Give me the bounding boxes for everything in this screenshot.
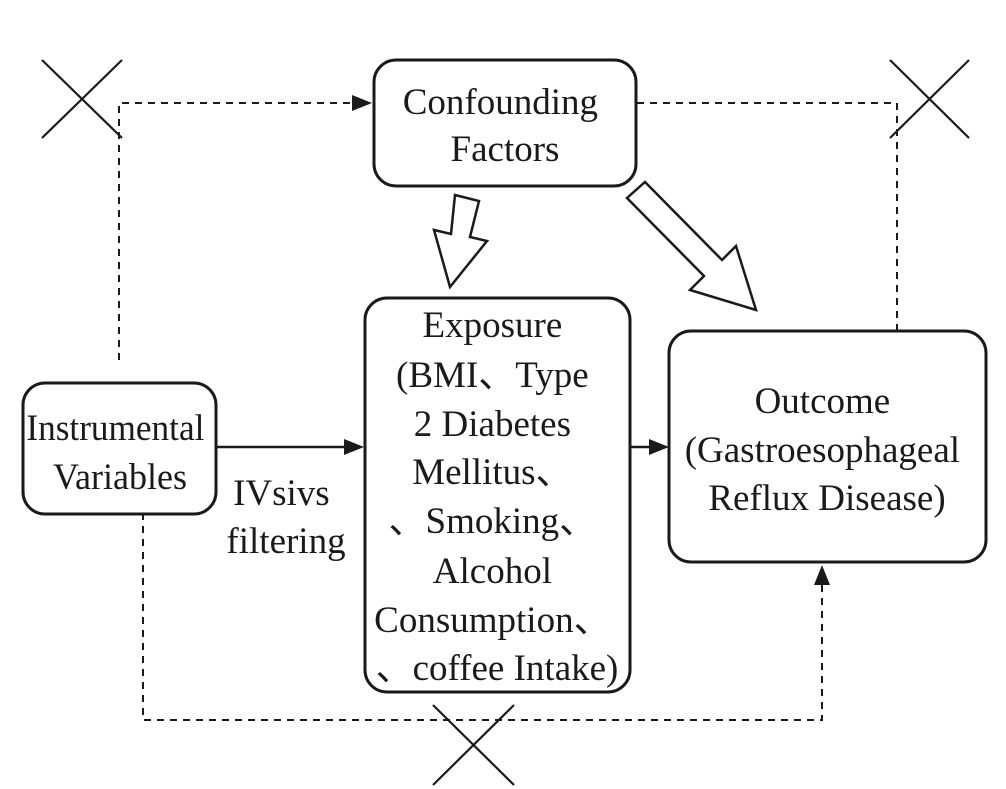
exposure-label-line: Consumption、: [374, 600, 610, 641]
exposure-label-line: Mellitus、: [412, 452, 572, 493]
confounding-label-line: Factors: [451, 129, 560, 170]
arrowhead-confounding: [352, 95, 372, 111]
cross-bottom: [432, 704, 515, 786]
iv-filtering-label: IVsivs filtering: [226, 473, 345, 562]
instrumental-label-line: Instrumental: [26, 408, 204, 449]
exposure-label-line: 、coffee Intake): [376, 648, 619, 689]
dashed-iv-to-outcome: [142, 513, 823, 721]
instrumental-label-line: Variables: [53, 457, 187, 498]
iv-filtering-label-line: IVsivs: [233, 473, 330, 514]
outcome-label-line: (Gastroesophageal: [685, 430, 960, 471]
exposure-label: Exposure (BMI、Type 2 Diabetes Mellitus、 …: [374, 305, 620, 689]
exposure-label-line: (BMI、Type: [396, 355, 589, 396]
instrumental-label: Instrumental Variables: [26, 408, 213, 498]
instrumental-box: [21, 381, 218, 516]
dashed-confounding-to-outcome: [637, 102, 898, 330]
exposure-label-line: 2 Diabetes: [414, 404, 571, 445]
exposure-label-line: Exposure: [423, 305, 563, 346]
hollow-arrow-confounding-to-exposure: [432, 193, 490, 290]
confounding-label-line: Confounding: [403, 82, 598, 123]
cross-right-top: [889, 59, 970, 139]
exposure-label-line: 、Smoking、: [389, 501, 597, 542]
outcome-label: Outcome (Gastroesophageal Reflux Disease…: [685, 381, 970, 519]
confounding-box: [372, 58, 638, 188]
arrowhead-outcome-left: [649, 439, 669, 455]
exposure-label-line: Alcohol: [433, 551, 552, 592]
arrowhead-outcome-bottom: [814, 565, 830, 585]
iv-filtering-label-line: filtering: [226, 521, 345, 562]
hollow-arrow-confounding-to-outcome: [625, 180, 758, 312]
confounding-label: Confounding Factors: [403, 82, 608, 170]
arrowhead-exposure: [344, 439, 364, 455]
cross-left-top: [41, 59, 123, 139]
outcome-label-line: Reflux Disease): [708, 478, 945, 519]
outcome-label-line: Outcome: [755, 381, 891, 422]
exposure-box: [363, 296, 632, 694]
dashed-iv-to-confounding: [118, 102, 352, 360]
outcome-box: [667, 329, 988, 564]
